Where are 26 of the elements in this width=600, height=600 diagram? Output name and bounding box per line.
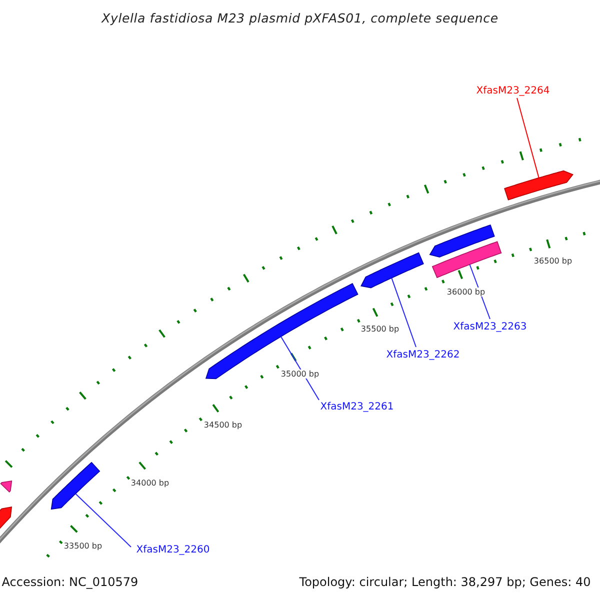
bp-label: 34000 bp [130, 478, 170, 488]
accession-text: Accession: NC_010579 [2, 575, 138, 589]
gene-feature [429, 224, 495, 258]
bp-label: 34500 bp [204, 420, 242, 430]
gene-feature [0, 480, 12, 493]
gene-feature [205, 283, 358, 380]
bp-label: 33500 bp [64, 542, 102, 550]
gene-bar [432, 241, 502, 278]
gene-feature [504, 170, 574, 200]
bp-label: 35000 bp [280, 370, 320, 378]
gene-feature [360, 252, 424, 288]
bp-label: 36000 bp [446, 288, 486, 296]
summary-text: Topology: circular; Length: 38,297 bp; Genes: 40 [299, 575, 591, 589]
gene-label: XfasM23_2261 [320, 402, 394, 412]
gene-label: XfasM23_2260 [136, 544, 210, 556]
gene-label: XfasM23_2263 [453, 322, 527, 332]
leader-line [75, 493, 132, 548]
gene-feature [50, 462, 100, 510]
bp-label: 36500 bp [534, 256, 572, 266]
gene-label: XfasM23_2264 [476, 86, 550, 96]
leader-line [391, 277, 416, 348]
leader-line [516, 98, 540, 178]
gene-label: XfasM23_2262 [386, 350, 460, 360]
title: Xylella fastidiosa M23 plasmid pXFAS01, complete sequence [102, 10, 498, 26]
leader-line [280, 336, 320, 400]
leader-line [469, 264, 490, 320]
